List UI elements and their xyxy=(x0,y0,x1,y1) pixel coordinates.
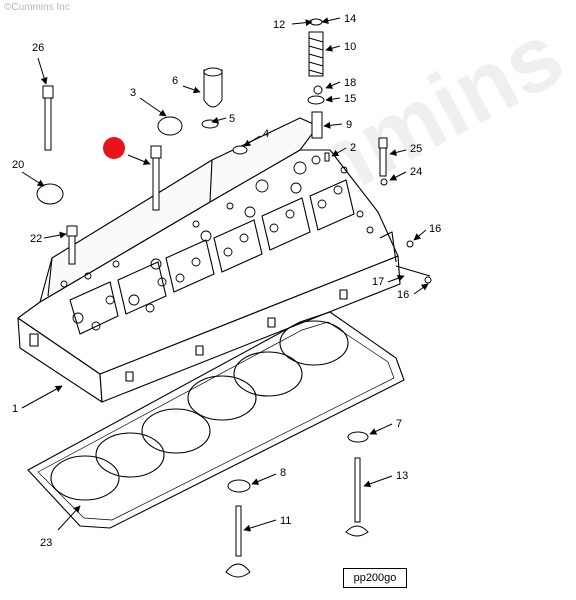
copyright-notice: ©Cummins Inc xyxy=(4,2,70,13)
callout-c16a: 16 xyxy=(429,223,441,235)
callout-c6: 6 xyxy=(172,75,178,87)
highlight-marker xyxy=(103,137,125,159)
callout-c5: 5 xyxy=(229,113,235,125)
callout-c13: 13 xyxy=(396,470,408,482)
callout-c3: 3 xyxy=(130,87,136,99)
callout-c7: 7 xyxy=(396,418,402,430)
callout-c4: 4 xyxy=(263,128,269,140)
callout-c26: 26 xyxy=(32,42,44,54)
leader-lines xyxy=(21,17,429,532)
callout-c2: 2 xyxy=(350,142,356,154)
callout-c11: 11 xyxy=(280,515,291,527)
figure-id-label: pp200go xyxy=(343,568,407,588)
callout-c15: 15 xyxy=(344,93,356,105)
callout-c9: 9 xyxy=(346,119,352,131)
callout-c22: 22 xyxy=(30,233,42,245)
deck-ports xyxy=(60,155,374,331)
cylinder-head xyxy=(17,117,401,403)
callout-c20: 20 xyxy=(12,159,24,171)
callout-c23: 23 xyxy=(40,537,52,549)
callout-c18: 18 xyxy=(344,77,356,89)
head-bolt-long xyxy=(42,85,54,151)
callout-c10: 10 xyxy=(344,41,356,53)
callout-labels: 26 3 6 5 4 20 22 1 12 14 10 18 15 9 2 25… xyxy=(12,13,441,549)
callout-c14: 14 xyxy=(344,13,356,25)
callout-c24: 24 xyxy=(410,166,422,178)
callout-c8: 8 xyxy=(280,467,286,479)
callout-c1: 1 xyxy=(12,403,18,415)
parts xyxy=(36,18,432,578)
head-gasket xyxy=(27,311,405,529)
callout-c16b: 16 xyxy=(397,289,409,301)
callout-c25: 25 xyxy=(410,143,422,155)
callout-c12: 12 xyxy=(273,19,285,31)
callout-c17: 17 xyxy=(372,276,384,288)
